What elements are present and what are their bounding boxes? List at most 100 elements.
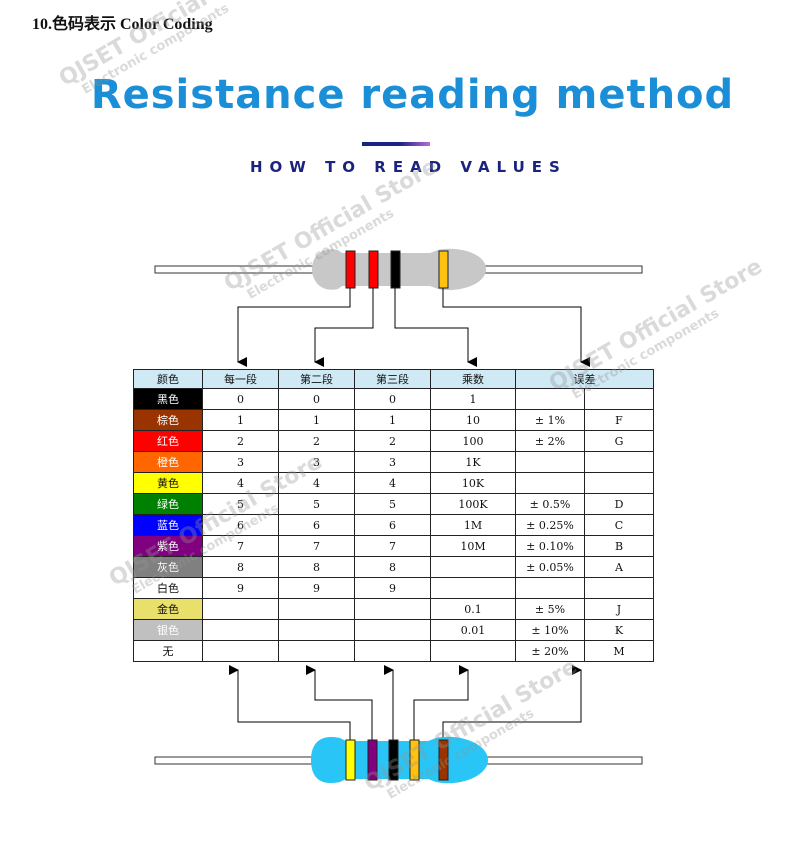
color-swatch-cell: 红色 <box>133 430 203 452</box>
header-multiplier: 乘数 <box>430 369 516 389</box>
bottom-band-1-yellow <box>345 739 356 781</box>
second-band-value: 5 <box>278 493 355 515</box>
title-accent-bar <box>362 142 430 146</box>
third-band-value: 7 <box>354 535 431 557</box>
header-third-band: 第三段 <box>354 369 431 389</box>
first-band-value: 7 <box>202 535 279 557</box>
tolerance-value: ± 0.10% <box>515 535 585 557</box>
tolerance-value: ± 5% <box>515 598 585 620</box>
color-swatch-cell: 黄色 <box>133 472 203 494</box>
multiplier-value: 10 <box>430 409 516 431</box>
header-color: 颜色 <box>133 369 203 389</box>
multiplier-value: 10M <box>430 535 516 557</box>
tolerance-value <box>515 472 585 494</box>
multiplier-value: 1M <box>430 514 516 536</box>
tolerance-code <box>584 577 654 599</box>
color-swatch-cell: 无 <box>133 640 203 662</box>
first-band-value <box>202 598 279 620</box>
tolerance-code: F <box>584 409 654 431</box>
third-band-value <box>354 619 431 641</box>
header-second-band: 第二段 <box>278 369 355 389</box>
first-band-value: 0 <box>202 388 279 410</box>
second-band-value: 6 <box>278 514 355 536</box>
table-header-row: 颜色 每一段 第二段 第三段 乘数 误差 <box>133 369 654 389</box>
color-swatch-cell: 紫色 <box>133 535 203 557</box>
bottom-connector-lines <box>229 665 582 740</box>
second-band-value: 7 <box>278 535 355 557</box>
multiplier-value: 100 <box>430 430 516 452</box>
multiplier-value: 0.1 <box>430 598 516 620</box>
multiplier-value: 1K <box>430 451 516 473</box>
tolerance-value <box>515 577 585 599</box>
second-band-value: 9 <box>278 577 355 599</box>
header-first-band: 每一段 <box>202 369 279 389</box>
second-band-value <box>278 598 355 620</box>
color-swatch-cell: 棕色 <box>133 409 203 431</box>
tolerance-code <box>584 388 654 410</box>
second-band-value: 4 <box>278 472 355 494</box>
color-swatch-cell: 橙色 <box>133 451 203 473</box>
first-band-value: 1 <box>202 409 279 431</box>
tolerance-value: ± 1% <box>515 409 585 431</box>
header-tolerance: 误差 <box>515 369 654 389</box>
second-band-value: 1 <box>278 409 355 431</box>
tolerance-code: C <box>584 514 654 536</box>
third-band-value: 4 <box>354 472 431 494</box>
second-band-value: 8 <box>278 556 355 578</box>
color-swatch-cell: 金色 <box>133 598 203 620</box>
bottom-resistor-lead-right <box>474 756 643 765</box>
top-resistor-lead-right <box>477 265 643 274</box>
tolerance-code: K <box>584 619 654 641</box>
color-swatch-cell: 白色 <box>133 577 203 599</box>
tolerance-code: G <box>584 430 654 452</box>
color-swatch-cell: 蓝色 <box>133 514 203 536</box>
top-band-2-red <box>368 250 379 289</box>
bottom-band-4-orange <box>409 739 420 781</box>
bottom-band-5-brown <box>438 739 449 781</box>
multiplier-value <box>430 640 516 662</box>
first-band-value: 9 <box>202 577 279 599</box>
second-band-value <box>278 640 355 662</box>
first-band-value: 3 <box>202 451 279 473</box>
tolerance-value: ± 10% <box>515 619 585 641</box>
second-band-value: 0 <box>278 388 355 410</box>
bottom-band-3-black <box>388 739 399 781</box>
top-band-4-gold <box>438 250 449 289</box>
color-swatch-cell: 银色 <box>133 619 203 641</box>
third-band-value: 1 <box>354 409 431 431</box>
first-band-value: 4 <box>202 472 279 494</box>
second-band-value: 3 <box>278 451 355 473</box>
color-swatch-cell: 绿色 <box>133 493 203 515</box>
main-title: Resistance reading method <box>90 72 735 118</box>
multiplier-value <box>430 556 516 578</box>
top-band-3-black <box>390 250 401 289</box>
bottom-resistor <box>154 736 643 784</box>
third-band-value: 5 <box>354 493 431 515</box>
third-band-value: 9 <box>354 577 431 599</box>
tolerance-code: J <box>584 598 654 620</box>
color-swatch-cell: 灰色 <box>133 556 203 578</box>
third-band-value: 0 <box>354 388 431 410</box>
tolerance-value: ± 2% <box>515 430 585 452</box>
tolerance-code: M <box>584 640 654 662</box>
bottom-resistor-lead-left <box>154 756 326 765</box>
first-band-value: 6 <box>202 514 279 536</box>
top-resistor <box>154 248 643 291</box>
third-band-value <box>354 598 431 620</box>
second-band-value <box>278 619 355 641</box>
tolerance-value: ± 0.5% <box>515 493 585 515</box>
second-band-value: 2 <box>278 430 355 452</box>
subtitle: HOW TO READ VALUES <box>250 158 567 176</box>
